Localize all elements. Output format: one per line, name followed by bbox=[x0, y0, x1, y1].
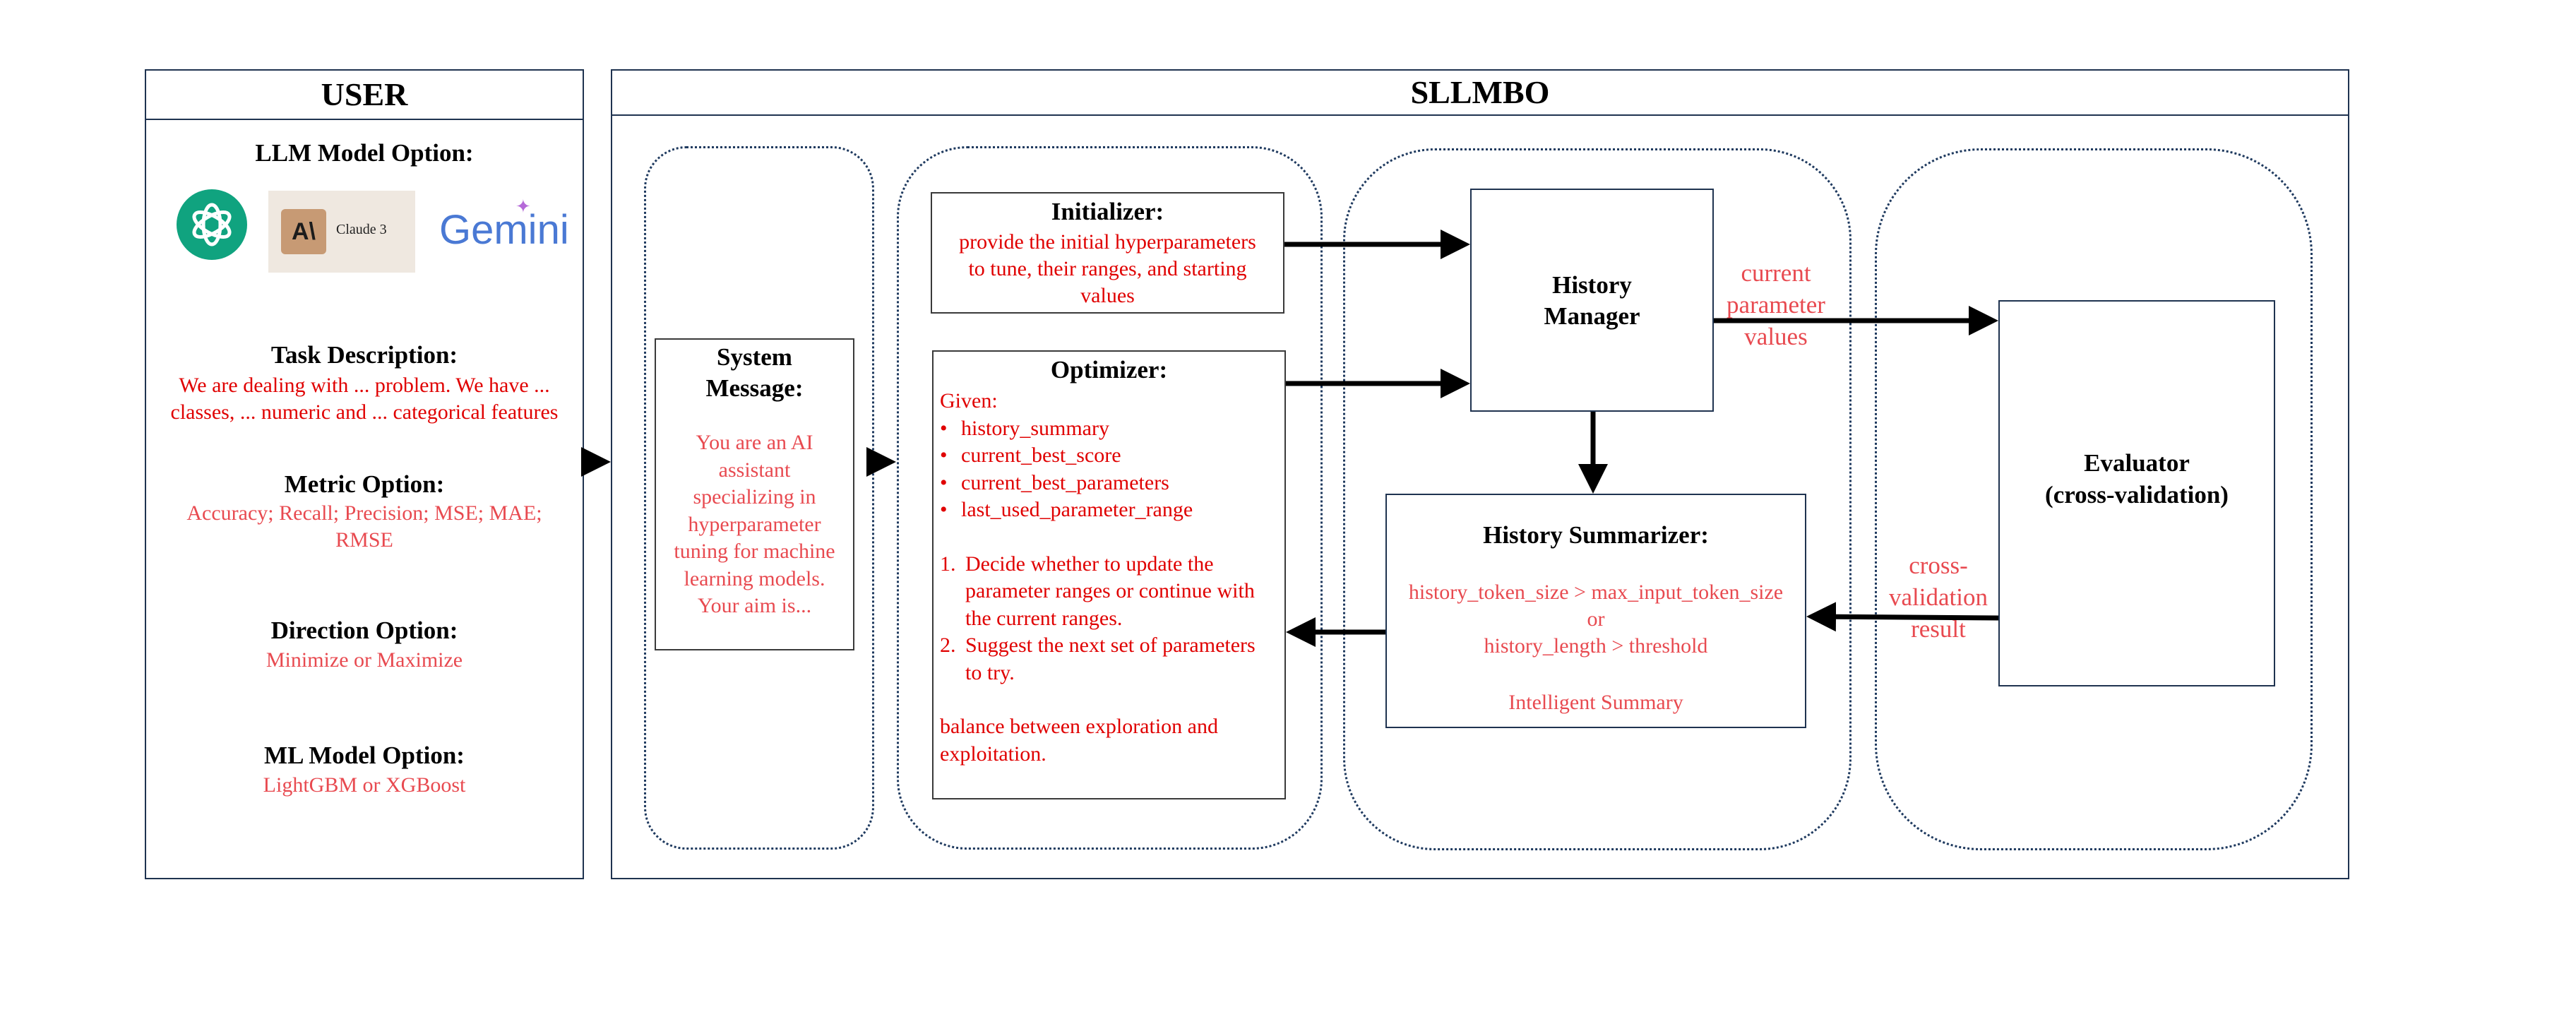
initializer-box bbox=[931, 192, 1284, 314]
history-manager-title-line2: Manager bbox=[1544, 302, 1640, 330]
initializer-title: Initializer: bbox=[1051, 198, 1164, 225]
system-message-line: assistant bbox=[718, 458, 791, 482]
system-message-group bbox=[644, 146, 874, 850]
evaluator-group bbox=[1875, 148, 2313, 850]
history-summarizer-title: History Summarizer: bbox=[1483, 521, 1709, 549]
system-message-line: tuning for machine bbox=[674, 540, 835, 563]
claude-logo-text: Claude 3 bbox=[336, 222, 387, 237]
user-panel-title: USER bbox=[146, 71, 583, 120]
optimizer-bullet: history_summary bbox=[940, 415, 1286, 443]
gemini-logo: Gemini bbox=[439, 207, 569, 253]
sllmbo-panel: SLLMBO bbox=[611, 69, 2349, 879]
task-description-text-line2: classes, ... numeric and ... categorical… bbox=[170, 400, 559, 424]
metric-option-text-line2: RMSE bbox=[335, 528, 393, 552]
optimizer-footer-line: exploitation. bbox=[940, 742, 1046, 766]
llm-option-header: LLM Model Option: bbox=[255, 139, 474, 167]
initializer-optimizer-group bbox=[897, 146, 1323, 850]
history-summarizer-line: history_length > threshold bbox=[1484, 634, 1708, 658]
optimizer-body: Given: history_summary current_best_scor… bbox=[940, 388, 1286, 768]
current-parameter-values-label: current parameter values bbox=[1727, 259, 1825, 350]
initializer-line: provide the initial hyperparameters bbox=[959, 230, 1256, 254]
optimizer-bullet-list: history_summary current_best_score curre… bbox=[940, 415, 1286, 524]
gemini-sparkle-icon: ✦ bbox=[515, 196, 531, 217]
system-message-line: specializing in bbox=[693, 485, 816, 509]
metric-option-text-line1: Accuracy; Recall; Precision; MSE; MAE; bbox=[186, 501, 542, 525]
history-summarizer-box bbox=[1385, 494, 1806, 728]
optimizer-step: 1. Decide whether to update the paramete… bbox=[940, 552, 1255, 630]
history-manager-title-line1: History bbox=[1552, 271, 1632, 299]
system-message-title-line2: Message: bbox=[705, 374, 804, 402]
initializer-body: provide the initial hyperparameters to t… bbox=[931, 229, 1284, 309]
history-group bbox=[1343, 148, 1852, 850]
system-message-line: Your aim is... bbox=[697, 594, 812, 617]
evaluator-box bbox=[1998, 300, 2275, 686]
optimizer-bullet: current_best_parameters bbox=[940, 470, 1286, 497]
system-message-box bbox=[655, 338, 854, 650]
history-summarizer-conditions: history_token_size > max_input_token_siz… bbox=[1385, 579, 1806, 660]
claude-logo: A\ Claude 3 bbox=[268, 191, 415, 273]
system-message-line: learning models. bbox=[684, 566, 825, 590]
optimizer-footer-line: balance between exploration and bbox=[940, 715, 1218, 738]
evaluator-title-line1: Evaluator bbox=[2084, 449, 2190, 477]
initializer-line: values bbox=[1080, 284, 1135, 307]
task-description-header: Task Description: bbox=[270, 341, 458, 369]
sllmbo-panel-title: SLLMBO bbox=[612, 71, 2348, 116]
history-summarizer-line: history_token_size > max_input_token_siz… bbox=[1408, 581, 1784, 604]
optimizer-step: 2. Suggest the next set of parameters to… bbox=[940, 634, 1256, 684]
history-summarizer-line: or bbox=[1587, 607, 1605, 631]
optimizer-bullet: current_best_score bbox=[940, 442, 1286, 470]
system-message-title-line1: System bbox=[717, 343, 792, 371]
metric-option-header: Metric Option: bbox=[284, 470, 445, 498]
anthropic-logo-icon: A\ bbox=[281, 209, 326, 254]
initializer-line: to tune, their ranges, and starting bbox=[968, 257, 1247, 280]
direction-option-header: Direction Option: bbox=[270, 617, 458, 644]
system-message-line: You are an AI bbox=[696, 431, 813, 454]
history-summarizer-footer: Intelligent Summary bbox=[1508, 691, 1683, 714]
optimizer-bullet: last_used_parameter_range bbox=[940, 496, 1286, 524]
history-manager-box bbox=[1470, 189, 1714, 412]
optimizer-step-list: 1. Decide whether to update the paramete… bbox=[940, 551, 1286, 687]
evaluator-title-line2: (cross-validation) bbox=[2045, 481, 2229, 509]
ml-model-option-text: LightGBM or XGBoost bbox=[263, 773, 466, 797]
system-message-line: hyperparameter bbox=[688, 512, 821, 536]
optimizer-title: Optimizer: bbox=[1050, 356, 1168, 383]
direction-option-text: Minimize or Maximize bbox=[266, 648, 463, 672]
task-description-text-line1: We are dealing with ... problem. We have… bbox=[179, 374, 550, 397]
ml-model-option-header: ML Model Option: bbox=[264, 742, 465, 769]
optimizer-given-label: Given: bbox=[940, 389, 998, 412]
evaluator-to-summarizer-arrow bbox=[1806, 602, 1999, 632]
cross-validation-result-label: cross- validation result bbox=[1889, 552, 1988, 643]
openai-logo-icon bbox=[177, 189, 247, 260]
system-message-body: You are an AI assistant specializing in … bbox=[655, 429, 854, 620]
